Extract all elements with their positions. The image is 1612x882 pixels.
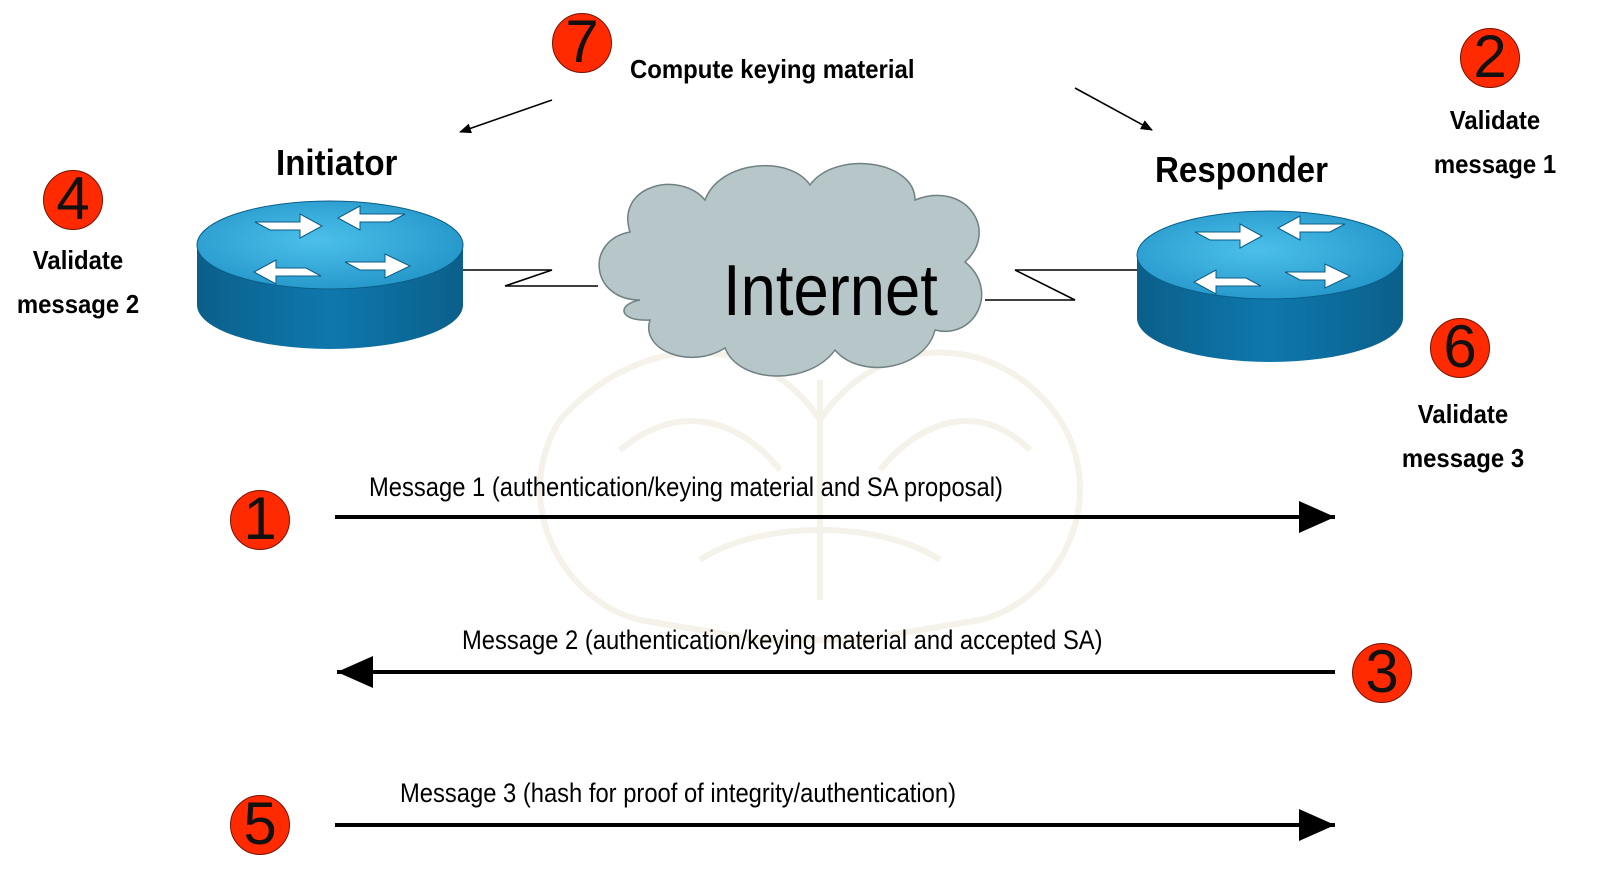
step-badge-4: 4 — [43, 165, 103, 232]
step-number: 3 — [1365, 638, 1399, 705]
cloud-icon — [598, 162, 983, 377]
step-badge-1: 1 — [230, 485, 290, 552]
message-2-label: Message 2 (authentication/keying materia… — [462, 625, 1103, 655]
step-badge-6: 6 — [1430, 313, 1490, 380]
responder-note-top-line-2: message 1 — [1433, 149, 1557, 179]
internet-label: Internet — [723, 251, 938, 331]
initiator-link — [460, 269, 598, 287]
step-badge-7: 7 — [552, 8, 612, 75]
step-badge-2: 2 — [1460, 23, 1520, 90]
step-badge-5: 5 — [230, 790, 290, 857]
compute-arrow-left — [459, 99, 553, 134]
router-icon — [1136, 210, 1404, 362]
responder-title: Responder — [1155, 149, 1329, 190]
step-number: 1 — [243, 485, 277, 552]
initiator-title: Initiator — [276, 142, 398, 183]
responder-note-bottom-line-1: Validate — [1417, 399, 1509, 429]
initiator-validate-note: Validate message 2 — [6, 238, 150, 326]
responder-validate-note-bottom: Validate message 3 — [1394, 392, 1532, 480]
step-badge-3: 3 — [1352, 638, 1412, 705]
router-icon — [196, 200, 464, 349]
step-number: 4 — [56, 165, 90, 232]
responder-note-bottom-line-2: message 3 — [1401, 443, 1525, 473]
message-3-label: Message 3 (hash for proof of integrity/a… — [400, 778, 957, 808]
compute-arrow-right — [1074, 87, 1153, 131]
responder-link — [985, 269, 1076, 301]
step-number: 5 — [243, 790, 277, 857]
responder-validate-note-top: Validate message 1 — [1426, 98, 1564, 186]
initiator-note-line-1: Validate — [32, 245, 124, 275]
step-number: 2 — [1473, 23, 1507, 90]
step-number: 6 — [1443, 313, 1477, 380]
responder-note-top-line-1: Validate — [1449, 105, 1541, 135]
message-1-label: Message 1 (authentication/keying materia… — [369, 472, 1003, 502]
step-number: 7 — [565, 8, 599, 75]
initiator-note-line-2: message 2 — [16, 289, 140, 319]
compute-keying-label: Compute keying material — [630, 54, 915, 84]
